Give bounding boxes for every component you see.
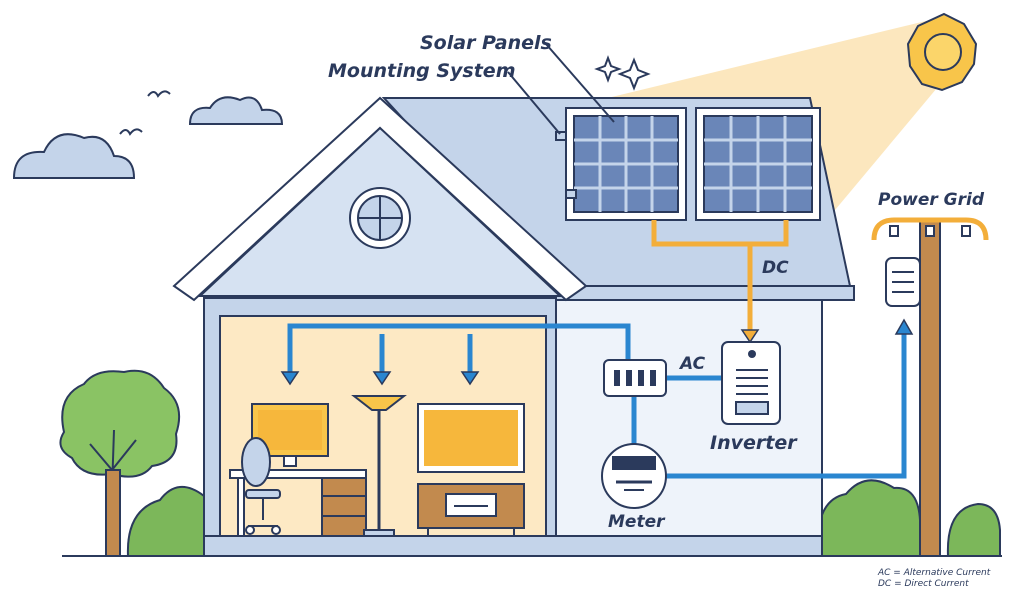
bush-right <box>816 479 921 557</box>
floor-lamp <box>351 395 407 537</box>
mounting-rail <box>565 189 577 199</box>
meter-unit <box>601 443 667 509</box>
sparkle-icon <box>594 55 622 83</box>
mounting-system-label: Mounting System <box>328 60 516 82</box>
ac-wire-interior <box>287 323 631 372</box>
bush-right-2 <box>946 502 1001 557</box>
bird-icon <box>119 128 143 136</box>
inverter-unit <box>721 341 781 425</box>
grid-arrow-icon <box>894 318 914 335</box>
ac-arrow-icon <box>372 371 392 386</box>
tree-icon <box>59 369 180 557</box>
desk-furniture <box>229 403 367 537</box>
legend: AC = Alternative Current DC = Direct Cur… <box>878 568 990 590</box>
cloud-right-icon <box>188 96 284 125</box>
inverter-label: Inverter <box>710 432 797 454</box>
legend-ac: AC = Alternative Current <box>878 568 991 578</box>
meter-label: Meter <box>608 512 665 532</box>
ac-arrow-icon <box>280 371 300 386</box>
tv-furniture <box>417 403 525 536</box>
power-grid-label: Power Grid <box>878 190 985 210</box>
sun-icon <box>906 12 978 92</box>
breaker-box <box>603 359 667 397</box>
solar-panels-label: Solar Panels <box>420 32 552 54</box>
dc-arrow-icon <box>740 329 760 344</box>
ac-label: AC <box>680 354 706 374</box>
house-right-wall <box>555 297 823 537</box>
solar-panel-2 <box>695 107 821 221</box>
bird-icon <box>147 90 171 98</box>
solar-panels-callout <box>545 43 615 123</box>
ac-arrow-icon <box>460 371 480 386</box>
solar-panel-1 <box>565 107 687 221</box>
mounting-rail <box>555 131 567 141</box>
dc-label: DC <box>762 258 789 278</box>
roof-eave <box>555 285 855 301</box>
sparkle-icon <box>617 57 651 91</box>
mounting-system-callout <box>507 71 561 135</box>
bush-left <box>126 486 216 557</box>
legend-dc: DC = Direct Current <box>878 579 969 589</box>
power-grid-pole <box>871 217 989 557</box>
house-foundation <box>203 535 823 557</box>
cloud-left-icon <box>12 133 136 179</box>
ac-wire-grid <box>666 334 907 479</box>
dc-wire <box>651 220 789 330</box>
round-window <box>349 187 411 249</box>
